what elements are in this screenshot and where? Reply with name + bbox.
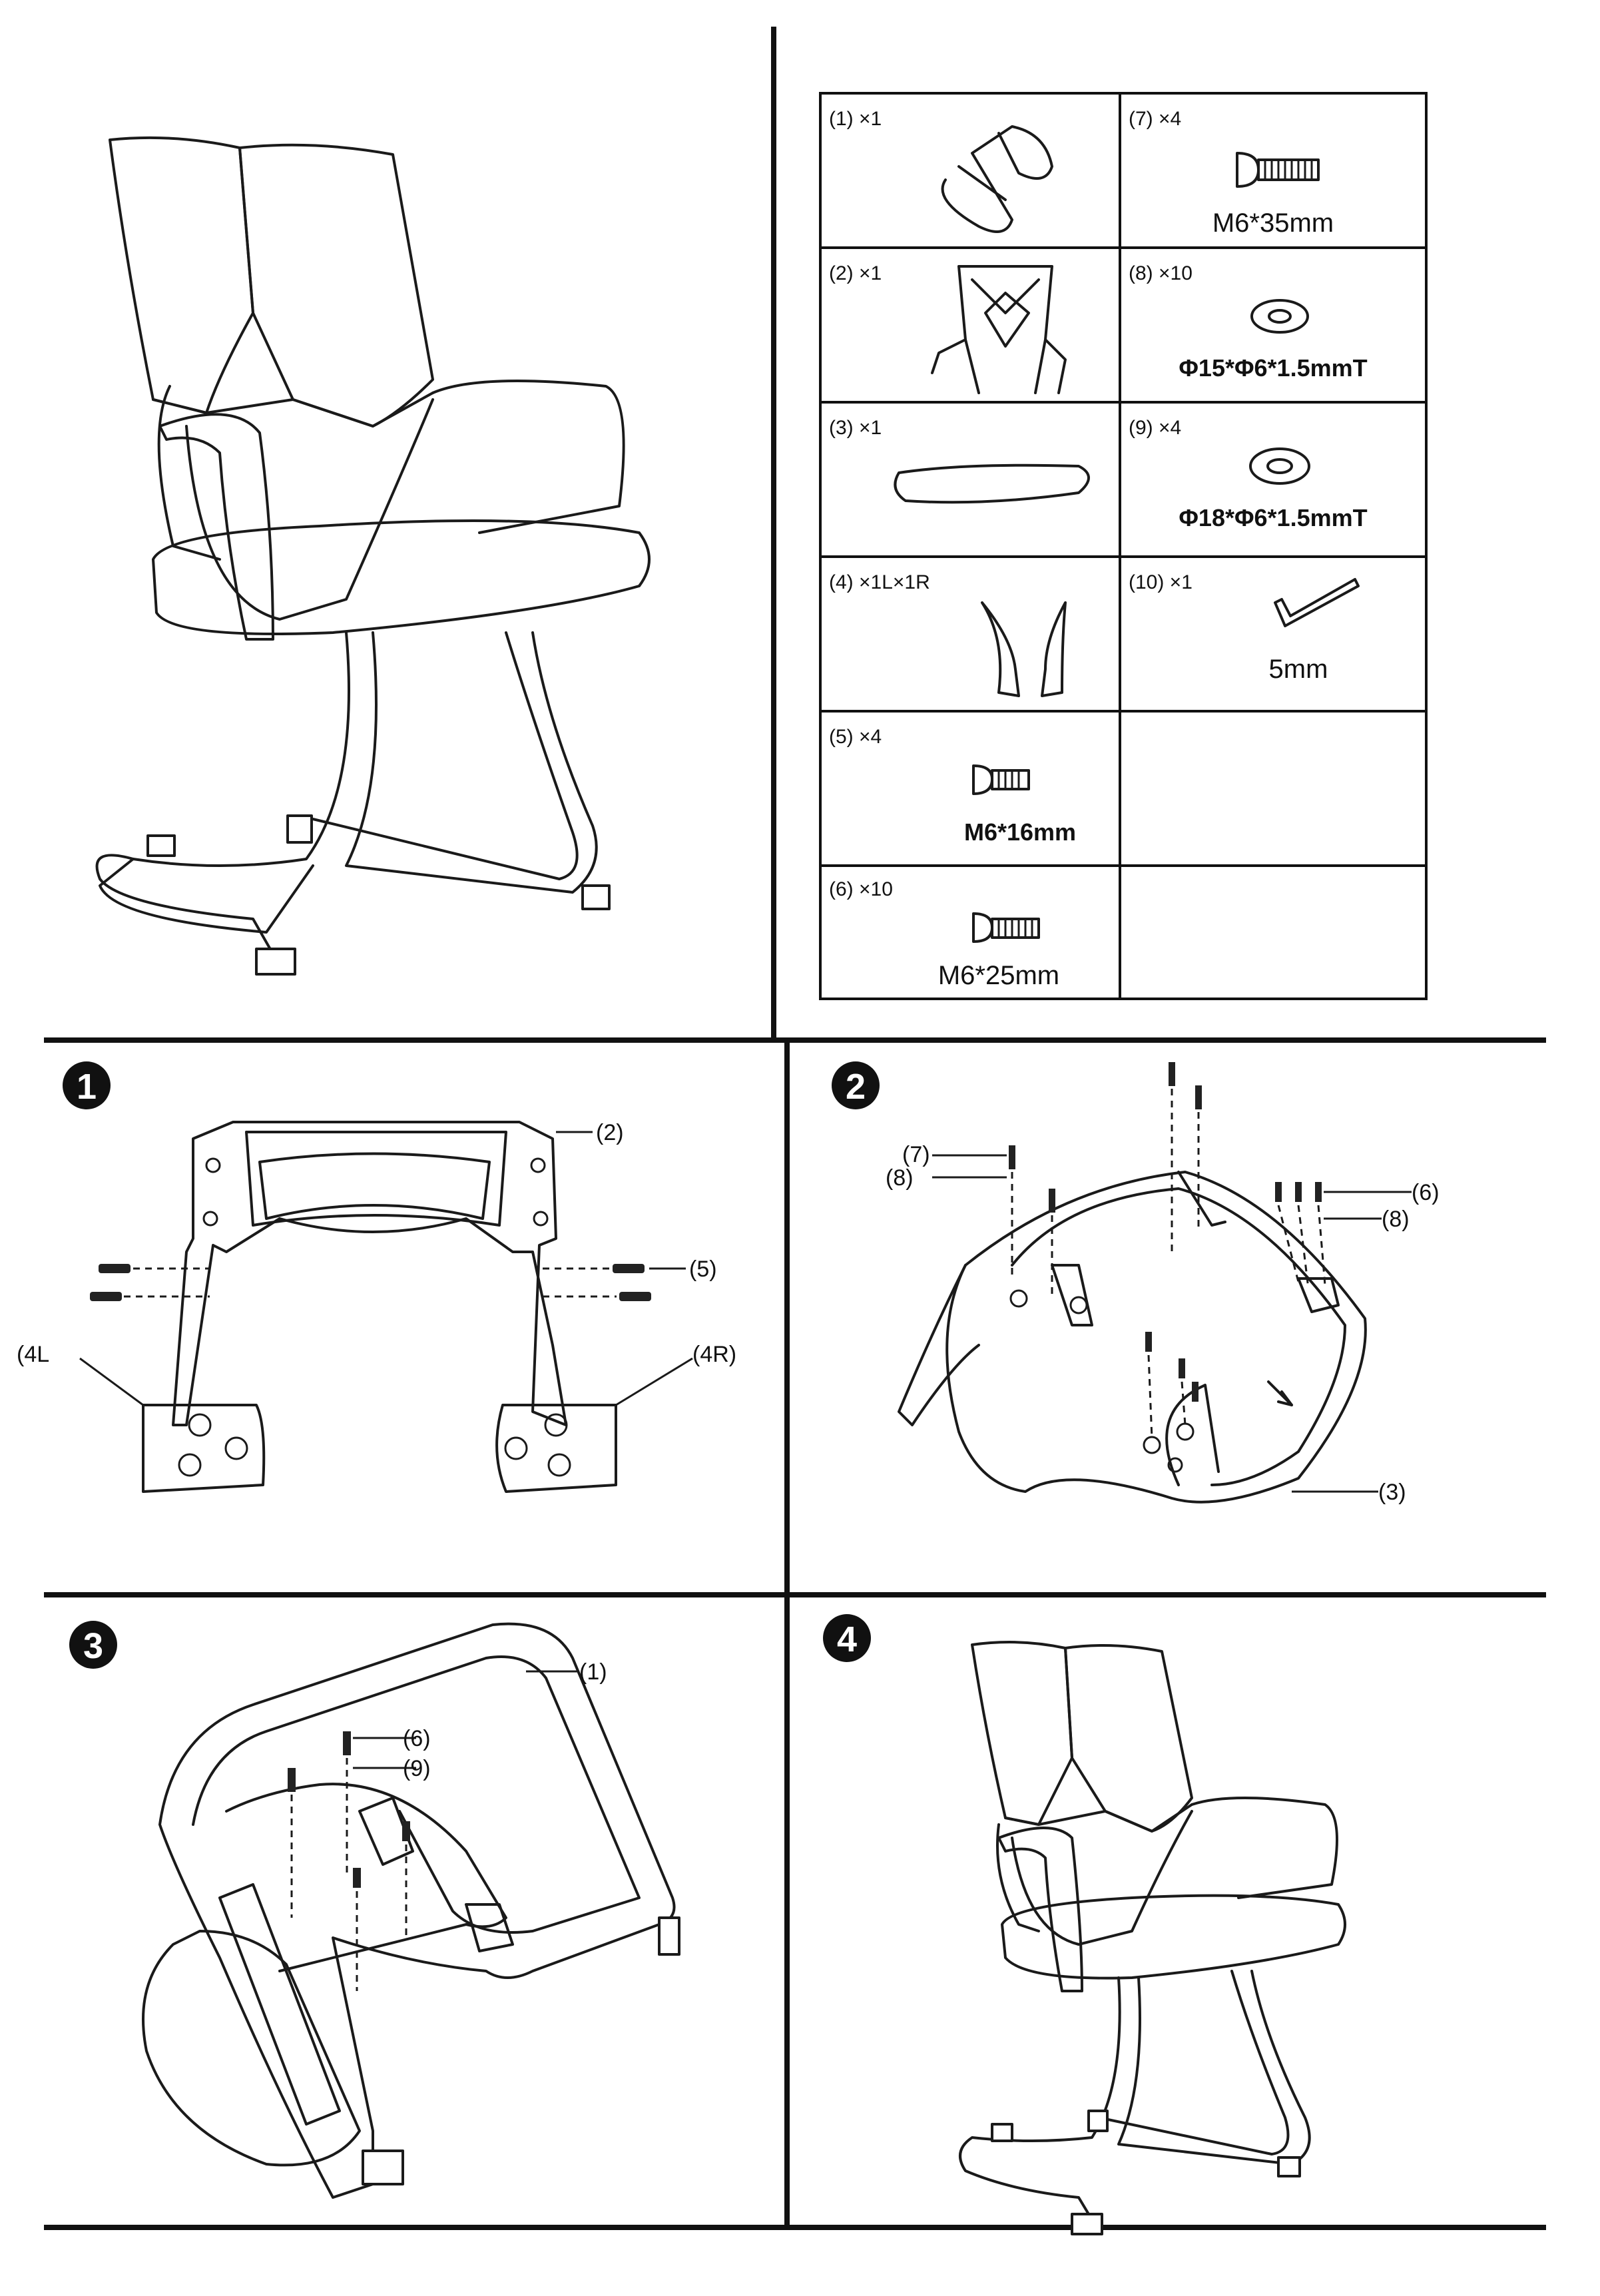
part-4-cell: (4) ×1L×1R [829, 571, 1067, 697]
part-2-qty: (2) ×1 [829, 262, 882, 284]
part-6-qty: (6) ×10 [829, 878, 893, 900]
armrest-frame-large [158, 1622, 676, 2199]
part-8-qty: (8) ×10 [1129, 262, 1193, 284]
step-1-label-4l: (4L [17, 1342, 49, 1367]
step-3-number: 3 [83, 1626, 103, 1666]
step-2-label-7: (7) [902, 1142, 930, 1167]
part-3-qty: (3) ×1 [829, 417, 882, 439]
bolt-medium-icon [972, 912, 1040, 943]
part-6-spec: M6*25mm [938, 961, 1059, 990]
part-2-cell: (2) ×1 [829, 262, 1067, 394]
part-7-spec: M6*35mm [1212, 208, 1334, 238]
part-7-qty: (7) ×4 [1129, 108, 1181, 130]
step-3-label-6: (6) [403, 1726, 431, 1751]
part-10-qty: (10) ×1 [1129, 571, 1193, 593]
panel-dividers [44, 27, 1546, 2230]
chair-overview-illustration [95, 136, 651, 976]
armrest-frame-icon [941, 125, 1053, 233]
part-1-qty: (1) ×1 [829, 108, 882, 130]
bolt-long-icon [1236, 152, 1320, 188]
step-3-panel: 3 (1) (6) (9) [69, 1621, 680, 2199]
backrest-frame-icon [931, 265, 1067, 394]
step-3-label-1: (1) [579, 1659, 607, 1685]
part-10-cell: (10) ×1 5mm [1129, 571, 1360, 684]
step-1-number: 1 [77, 1067, 97, 1107]
part-5-spec: M6*16mm [964, 818, 1076, 846]
step-1-panel: 1 (2) (5) (4L (4R) [17, 1061, 736, 1493]
washer-large-icon [1249, 447, 1310, 485]
step-2-label-8a: (8) [886, 1165, 914, 1191]
step-1-label-4r: (4R) [692, 1342, 736, 1367]
part-7-cell: (7) ×4 M6*35mm [1129, 108, 1334, 238]
part-8-spec: Φ15*Φ6*1.5mmT [1179, 354, 1367, 382]
step-3-label-9: (9) [403, 1756, 431, 1781]
direction-arrow [1267, 1380, 1293, 1406]
step-2-label-8b: (8) [1382, 1207, 1410, 1232]
bracket-pair-icon [981, 601, 1067, 697]
part-3-cell: (3) ×1 [829, 417, 1090, 504]
step-4-panel: 4 [823, 1614, 1346, 2235]
part-6-cell: (6) ×10 M6*25mm [829, 878, 1059, 990]
step-1-badge [63, 1061, 111, 1109]
part-5-cell: (5) ×4 M6*16mm [829, 726, 1076, 846]
step-3-badge [69, 1621, 117, 1669]
part-9-spec: Φ18*Φ6*1.5mmT [1179, 504, 1367, 531]
part-5-qty: (5) ×4 [829, 726, 882, 748]
backrest-bracket-top [1051, 1264, 1093, 1326]
bracket-4l [142, 1404, 266, 1493]
step-1-label-5: (5) [689, 1257, 717, 1282]
part-10-spec: 5mm [1269, 655, 1328, 684]
washer-small-icon [1250, 299, 1309, 334]
step-2-panel: 2 [832, 1061, 1440, 1505]
part-9-cell: (9) ×4 Φ18*Φ6*1.5mmT [1129, 417, 1368, 531]
seat-underside [945, 1171, 1367, 1504]
bracket-4r [495, 1404, 617, 1493]
part-4-qty: (4) ×1L×1R [829, 571, 930, 593]
part-8-cell: (8) ×10 Φ15*Φ6*1.5mmT [1129, 262, 1368, 382]
seat-cushion-icon [894, 463, 1090, 504]
step-2-fasteners [1009, 1062, 1326, 1439]
step-4-badge [823, 1614, 871, 1662]
step-2-badge [832, 1061, 880, 1109]
bolt-short-icon [972, 764, 1030, 795]
parts-list-table: (1) ×1 (7) ×4 M6*35mm (2) ×1 (8) ×10 Φ15… [819, 92, 1428, 1000]
chair-assembled-illustration [959, 1641, 1346, 2235]
seat-underside-3 [142, 1930, 361, 2167]
step-1-label-2: (2) [596, 1120, 624, 1145]
step-2-label-3: (3) [1378, 1480, 1406, 1505]
step-4-number: 4 [837, 1619, 857, 1659]
part-1-cell: (1) ×1 [829, 108, 1053, 233]
part-9-qty: (9) ×4 [1129, 417, 1181, 439]
backrest-frame-front [172, 1121, 567, 1426]
step-2-number: 2 [846, 1067, 866, 1107]
step-3-fasteners [288, 1731, 410, 1991]
step-2-label-6: (6) [1412, 1180, 1440, 1205]
allen-key-icon [1274, 578, 1360, 627]
